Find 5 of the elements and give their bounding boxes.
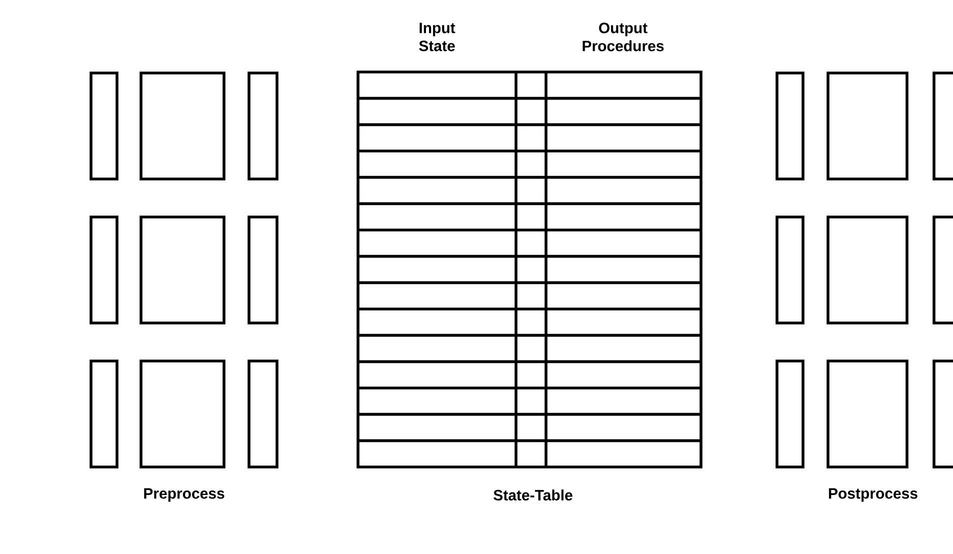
caption-label: Postprocess — [828, 488, 918, 502]
caption-label: Input State — [419, 22, 456, 52]
caption-label: State-Table — [494, 489, 572, 500]
caption-label: Output Procedures — [582, 22, 664, 52]
caption-label: Preprocess — [144, 488, 224, 502]
